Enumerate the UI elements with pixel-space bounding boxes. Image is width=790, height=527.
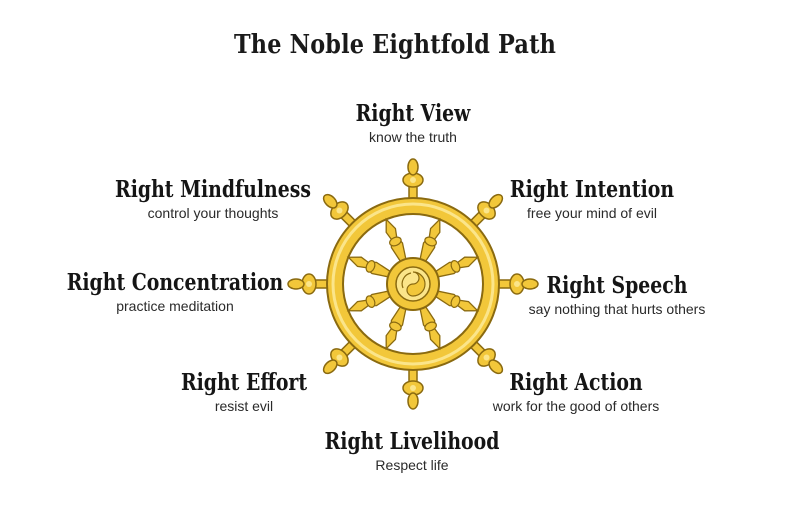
wheel-rim-highlight xyxy=(331,202,495,366)
path-name: Right Speech xyxy=(546,272,688,299)
path-right-livelihood: Right Livelihood Respect life xyxy=(262,428,562,474)
path-name: Right Livelihood xyxy=(324,428,500,455)
wheel-spoke xyxy=(385,306,407,351)
wheel-spoke xyxy=(346,290,391,312)
path-name: Right Concentration xyxy=(66,269,284,296)
path-description: resist evil xyxy=(214,398,274,414)
path-right-intention: Right Intention free your mind of evil xyxy=(442,176,742,222)
path-right-effort: Right Effort resist evil xyxy=(94,369,394,415)
path-description: know the truth xyxy=(369,129,457,145)
wheel-spoke xyxy=(385,217,407,262)
path-description: Respect life xyxy=(375,457,449,473)
wheel-spoke xyxy=(419,217,441,262)
path-description: say nothing that hurts others xyxy=(528,301,706,317)
path-description: free your mind of evil xyxy=(527,205,657,221)
wheel-handle xyxy=(402,359,424,410)
wheel-spoke xyxy=(435,290,480,312)
path-right-mindfulness: Right Mindfulness control your thoughts xyxy=(63,176,363,222)
wheel-spoke xyxy=(419,306,441,351)
path-right-speech: Right Speech say nothing that hurts othe… xyxy=(467,272,767,318)
wheel-spoke xyxy=(435,256,480,278)
path-description: control your thoughts xyxy=(147,205,279,221)
path-description: work for the good of others xyxy=(492,398,660,414)
path-description: practice meditation xyxy=(116,298,234,314)
path-name: Right Effort xyxy=(180,369,308,396)
path-name: Right Mindfulness xyxy=(115,176,311,203)
path-right-action: Right Action work for the good of others xyxy=(426,369,726,415)
path-right-view: Right View know the truth xyxy=(263,100,563,146)
diagram-title: The Noble Eightfold Path xyxy=(233,30,557,60)
wheel-hub-swirl xyxy=(406,271,426,297)
path-name: Right View xyxy=(355,100,471,127)
wheel-spoke xyxy=(346,256,391,278)
wheel-hub-swirl-line xyxy=(401,272,412,289)
path-name: Right Action xyxy=(509,369,643,396)
path-name: Right Intention xyxy=(509,176,675,203)
path-right-concentration: Right Concentration practice meditation xyxy=(25,269,325,315)
